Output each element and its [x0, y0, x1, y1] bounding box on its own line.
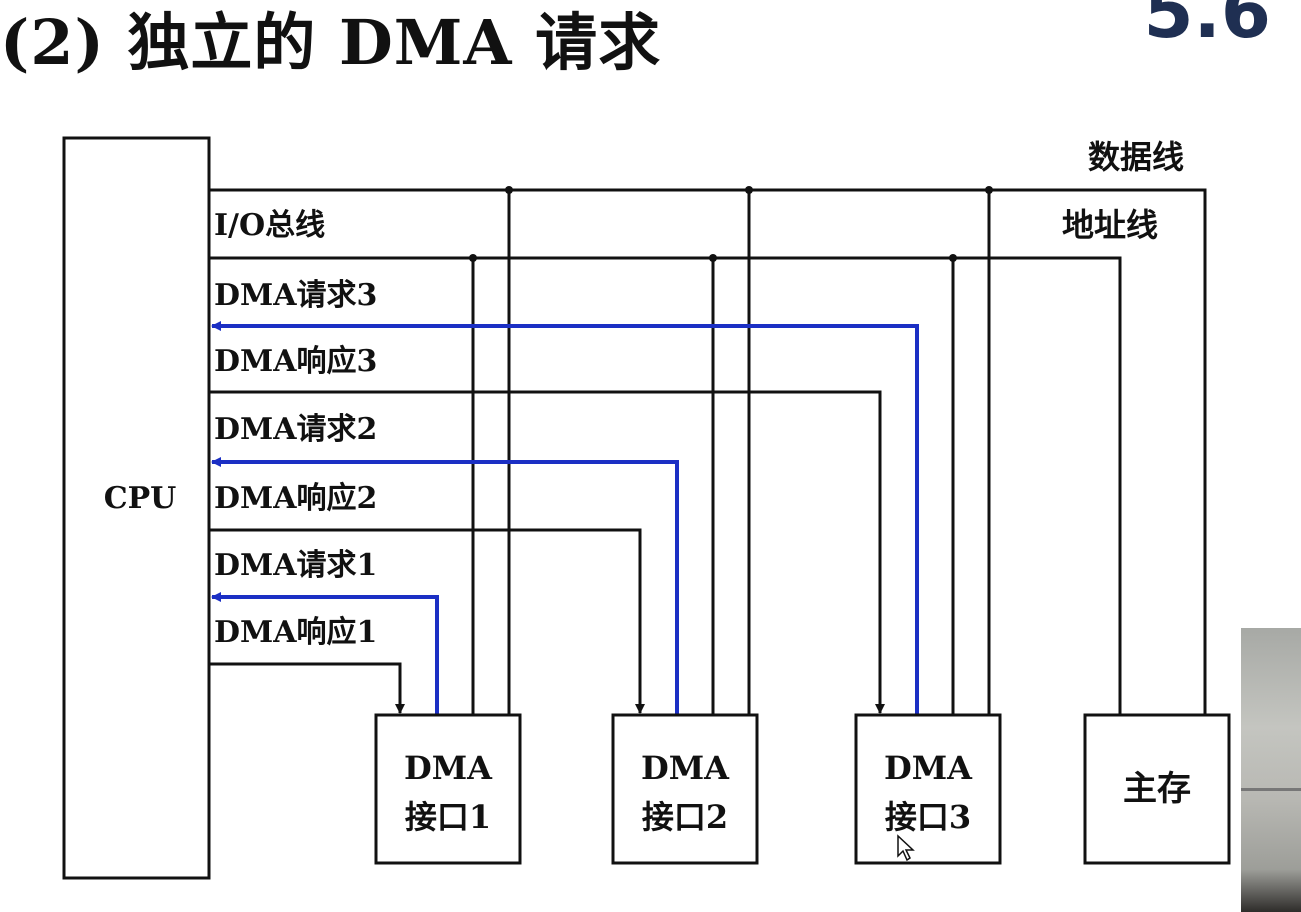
main-memory-box: [1083, 713, 1231, 865]
dma-response-3-line: [209, 390, 885, 714]
junction-dot: [985, 186, 993, 194]
dma-interface-3-line1: DMA: [884, 749, 973, 787]
dma-response-3-label: DMA响应3: [214, 344, 377, 379]
dma-interface-3-box: [854, 713, 1002, 865]
address-line-label: 地址线: [1062, 206, 1158, 244]
dma-response-2-line: [209, 528, 645, 714]
cpu-box: [62, 136, 211, 880]
data-line: [209, 188, 1207, 715]
dma-interface-2-box: [611, 713, 759, 865]
address-line: [209, 256, 1122, 715]
junction-dot: [505, 186, 513, 194]
dma-interface-1-box: [374, 713, 522, 865]
dma-request-1-line: [211, 592, 439, 715]
main-memory-label: 主存: [1123, 769, 1191, 809]
slide-title: (2) 独立的 DMA 请求: [0, 6, 662, 79]
junction-dot: [949, 254, 957, 262]
junction-dot: [469, 254, 477, 262]
dma-interface-2-line1: DMA: [641, 749, 730, 787]
dma-interface-1-line2: 接口1: [405, 798, 491, 836]
dma-response-2-label: DMA响应2: [214, 481, 377, 516]
dma-interface-3-line2: 接口3: [885, 798, 971, 836]
dma-response-1-line: [209, 662, 405, 714]
dma-request-2-line: [211, 457, 679, 715]
mouse-pointer-icon: [897, 834, 915, 862]
junction-dot: [745, 186, 753, 194]
dma-request-2-label: DMA请求2: [214, 412, 377, 447]
dma-request-1-label: DMA请求1: [214, 548, 377, 583]
junction-dot: [709, 254, 717, 262]
dma-interface-1-line1: DMA: [404, 749, 493, 787]
section-number: 5.6: [1143, 0, 1271, 54]
cpu-label: CPU: [104, 481, 177, 516]
dma-request-3-line: [211, 321, 919, 715]
dma-request-3-label: DMA请求3: [214, 278, 377, 313]
data-line-label: 数据线: [1088, 138, 1184, 176]
camera-photo-strip: [1241, 628, 1301, 912]
dma-response-1-label: DMA响应1: [214, 615, 377, 650]
io-bus-label: I/O总线: [214, 208, 325, 243]
dma-interface-2-line2: 接口2: [642, 798, 728, 836]
